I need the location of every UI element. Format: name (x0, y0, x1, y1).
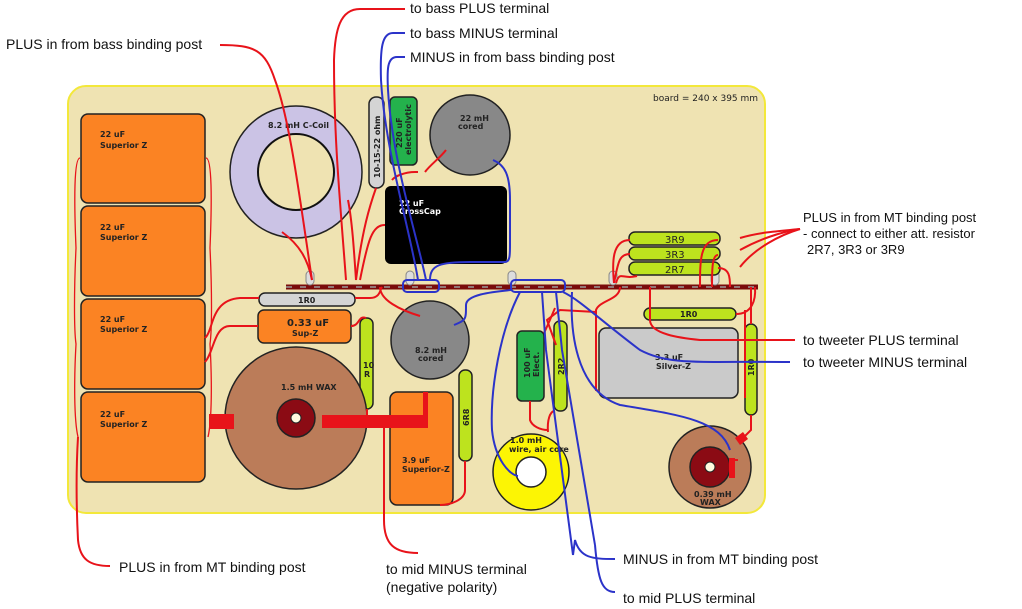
label-mt-plus-in-bottom: PLUS in from MT binding post (119, 559, 306, 575)
capacitor-22uf-3: 22 uF Superior Z (80, 298, 206, 390)
svg-text:Sup-Z: Sup-Z (292, 329, 319, 338)
capacitor-22uf-4: 22 uF Superior Z (80, 391, 206, 483)
lead-mid-plus-terminal (594, 544, 616, 593)
label-bass-plus-in: PLUS in from bass binding post (6, 36, 202, 52)
svg-text:electrolytic: electrolytic (404, 104, 413, 155)
svg-text:cored: cored (458, 122, 484, 131)
blue-wires-board (402, 159, 791, 556)
svg-text:Superior-Z: Superior-Z (402, 465, 450, 474)
svg-text:3R9: 3R9 (665, 235, 685, 246)
label-bass-plus-terminal: to bass PLUS terminal (410, 0, 549, 16)
resistor-2r7: 2R7 (628, 261, 721, 276)
lead-mt-plus-in-bottom (75, 436, 111, 567)
svg-text:22 uF: 22 uF (100, 130, 125, 139)
label-mt-plus-in-right-3: 2R7, 3R3 or 3R9 (807, 242, 905, 257)
resistor-2r2: 2R2 (553, 320, 568, 412)
label-mid-minus-terminal: to mid MINUS terminal (386, 561, 527, 577)
capacitor-3-9uf: 3.9 uF Superior-Z (389, 391, 454, 506)
label-mt-minus-in: MINUS in from MT binding post (623, 551, 818, 567)
svg-text:0.39 mH: 0.39 mH (694, 490, 732, 499)
svg-text:6R8: 6R8 (462, 408, 471, 426)
svg-text:CrossCap: CrossCap (399, 207, 441, 216)
svg-text:100 uF: 100 uF (523, 347, 532, 378)
lead-bass-plus-in (219, 44, 313, 281)
svg-text:Superior Z: Superior Z (100, 233, 148, 242)
capacitor-0-33uf: 0.33 uF Sup-Z (257, 309, 352, 344)
svg-text:2R2: 2R2 (557, 358, 566, 375)
inductor-22mh-cored: 22 mH cored (429, 94, 511, 176)
inductor-8-2mh-cored: 8.2 mH cored (390, 300, 470, 380)
svg-text:WAX: WAX (700, 498, 722, 507)
svg-text:2R7: 2R7 (665, 265, 685, 276)
resistor-3r9: 3R9 (628, 231, 721, 246)
svg-text:8.2 mH C-Coil: 8.2 mH C-Coil (268, 121, 329, 130)
inductor-1-0mh-air-core: 1.0 mH wire, air core (492, 433, 570, 511)
svg-text:Elect.: Elect. (532, 352, 541, 377)
svg-text:wire, air core: wire, air core (509, 445, 569, 454)
svg-text:22 mH: 22 mH (460, 114, 489, 123)
svg-text:3.9 uF: 3.9 uF (402, 456, 430, 465)
label-mid-minus-polarity: (negative polarity) (386, 579, 497, 595)
resistor-1r0-grey: 1R0 (258, 292, 356, 307)
label-bass-minus-terminal: to bass MINUS terminal (410, 25, 558, 41)
thick-red-straps (209, 392, 748, 445)
svg-text:Superior Z: Superior Z (100, 325, 148, 334)
svg-text:1R0: 1R0 (747, 358, 756, 376)
svg-text:10: 10 (363, 361, 375, 370)
svg-text:0.33 uF: 0.33 uF (287, 318, 329, 329)
svg-text:22 uF: 22 uF (399, 199, 424, 208)
lead-mt-minus-in (572, 539, 616, 560)
svg-text:1R0: 1R0 (298, 296, 316, 305)
svg-text:R: R (364, 370, 370, 379)
label-mt-plus-in-right-2: - connect to either att. resistor (803, 226, 976, 241)
capacitor-22uf-1: 22 uF Superior Z (80, 113, 206, 204)
svg-text:cored: cored (418, 354, 444, 363)
svg-text:Superior Z: Superior Z (100, 141, 148, 150)
svg-text:Superior Z: Superior Z (100, 420, 148, 429)
lead-bass-minus-terminal (379, 32, 419, 281)
svg-text:10-15-22 ohm: 10-15-22 ohm (373, 116, 382, 178)
label-tweeter-plus: to tweeter PLUS terminal (803, 332, 959, 348)
svg-text:1.0 mH: 1.0 mH (510, 436, 542, 445)
capacitor-crosscap: 22 uF CrossCap (385, 186, 507, 264)
capacitor-silver-z: 3.3 uF Silver-Z (598, 327, 739, 399)
lead-mid-minus-terminal (383, 428, 419, 554)
svg-text:22 uF: 22 uF (100, 410, 125, 419)
svg-text:8.2 mH: 8.2 mH (415, 346, 447, 355)
capacitor-220uf-electrolytic: 220 uF electrolytic (389, 96, 418, 166)
capacitor-100uf-electrolytic: 100 uF Elect. (516, 330, 545, 402)
svg-text:3.3 uF: 3.3 uF (655, 353, 683, 362)
capacitor-22uf-2: 22 uF Superior Z (80, 205, 206, 297)
label-bass-minus-in: MINUS in from bass binding post (410, 49, 615, 65)
resistor-1r0-vertical: 1R0 (744, 323, 758, 416)
lead-bass-plus-terminal (332, 8, 405, 281)
svg-text:22 uF: 22 uF (100, 315, 125, 324)
resistor-3r3: 3R3 (628, 246, 721, 261)
lead-bass-minus-in (386, 56, 427, 281)
label-tweeter-minus: to tweeter MINUS terminal (803, 354, 967, 370)
cap-parallel-wires (73, 157, 213, 438)
svg-text:1.5 mH WAX: 1.5 mH WAX (281, 383, 337, 392)
coil-lead (729, 458, 735, 478)
svg-text:Silver-Z: Silver-Z (656, 362, 691, 371)
board-dimensions-note: board = 240 x 395 mm (653, 94, 758, 104)
svg-text:22 uF: 22 uF (100, 223, 125, 232)
label-mid-plus-terminal: to mid PLUS terminal (623, 590, 755, 606)
svg-text:3R3: 3R3 (665, 250, 685, 261)
resistor-10-15-22-ohm: 10-15-22 ohm (368, 96, 385, 189)
lead-mt-plus-in-right (739, 228, 801, 268)
resistor-1r0-horizontal: 1R0 (643, 307, 737, 321)
inductor-0-39mh-wax: 0.39 mH WAX (668, 425, 752, 509)
label-mt-plus-in-right-1: PLUS in from MT binding post (803, 210, 977, 225)
svg-text:220 uF: 220 uF (395, 117, 404, 148)
resistor-6r8: 6R8 (458, 369, 473, 462)
svg-text:1R0: 1R0 (680, 310, 698, 319)
